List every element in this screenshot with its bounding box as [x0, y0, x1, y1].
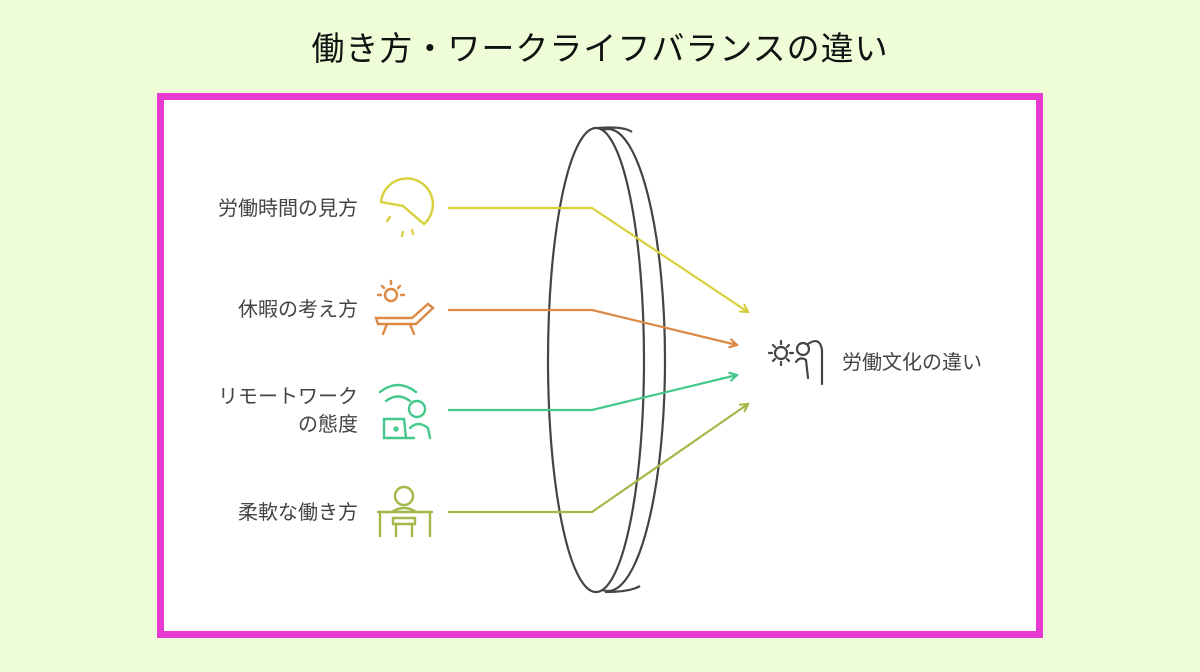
arrow-remote-work — [448, 375, 737, 412]
sunset-icon — [379, 177, 435, 238]
arrow-vacation — [448, 308, 737, 345]
output-label: 労働文化の違い — [842, 350, 982, 374]
lens-shape — [546, 126, 667, 594]
input-label-vacation: 休暇の考え方 — [238, 297, 358, 321]
input-label-remote-work: リモートワーク の態度 — [218, 382, 358, 438]
page-title: 働き方・ワークライフバランスの違い — [311, 29, 889, 68]
input-label-remote-work-line2: の態度 — [298, 412, 358, 436]
input-label-working-hours: 労働時間の見方 — [218, 196, 358, 220]
input-label-remote-work-line1: リモートワーク — [218, 384, 358, 408]
arrow-flexible — [448, 404, 748, 514]
gear-hand-icon — [767, 339, 824, 386]
remote-worker-icon — [378, 383, 432, 440]
desk-worker-icon — [376, 485, 434, 538]
sunbed-icon — [374, 279, 435, 336]
input-label-flexible: 柔軟な働き方 — [238, 500, 358, 524]
arrow-working-hours — [448, 206, 748, 312]
